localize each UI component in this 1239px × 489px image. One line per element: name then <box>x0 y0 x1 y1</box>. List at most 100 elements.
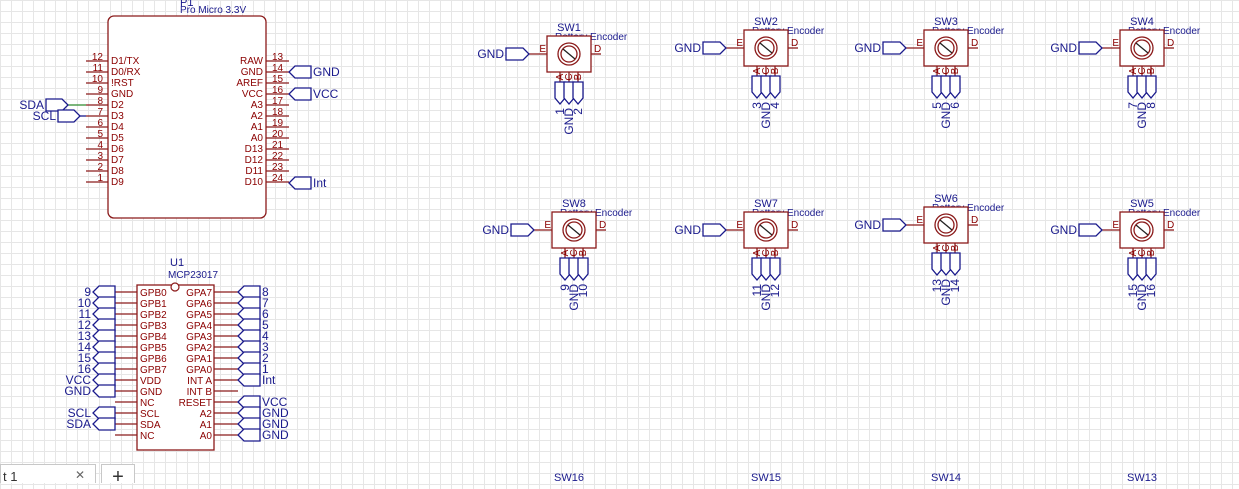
sheet-tab[interactable]: t 1 ✕ <box>0 464 96 484</box>
mcp-body[interactable] <box>136 284 215 451</box>
mcp-left-net-label: SCL <box>68 406 92 420</box>
encoder-knob-outer <box>934 36 958 60</box>
mcp-pin-name: VDD <box>140 376 161 387</box>
pro-micro-pin-name: A3 <box>251 100 264 111</box>
encoder-pin-d-label: D <box>1167 38 1174 49</box>
encoder-pin-a-label: A <box>752 67 763 74</box>
pro-micro-pin-name: D1/TX <box>111 56 140 67</box>
pro-micro-pin-name: A1 <box>251 122 264 133</box>
encoder-pin-e-label: E <box>1112 38 1119 49</box>
encoder-designator-row3: SW15 <box>751 472 781 483</box>
mcp-pin-name: NC <box>140 431 154 442</box>
encoder-pin-b-label: B <box>573 73 584 80</box>
encoder-designator-row3: SW13 <box>1127 472 1157 483</box>
mcp-notch <box>170 282 180 292</box>
encoder-gnd-flag <box>882 41 907 55</box>
mcp-right-net-label: 3 <box>262 340 269 354</box>
mcp-left-net-flag <box>92 296 116 310</box>
encoder-pin-d-label: D <box>1167 220 1174 231</box>
pro-micro-pin-number: 10 <box>92 74 104 85</box>
mcp-right-net-label: VCC <box>262 395 288 409</box>
encoder-knob-pointer <box>1135 224 1149 236</box>
encoder-designator-row3: SW14 <box>931 472 961 483</box>
encoder-gnd-flag <box>1078 223 1103 237</box>
mcp-right-net-flag <box>237 395 261 409</box>
encoder-net-label: GND <box>759 284 773 311</box>
mcp-right-net-flag <box>237 285 261 299</box>
encoder-net-label: 12 <box>768 284 782 298</box>
mcp-left-net-flag <box>92 285 116 299</box>
pro-micro-pin-number: 18 <box>272 107 284 118</box>
encoder-knob-pointer <box>562 48 576 60</box>
encoder-net-flag <box>751 257 763 282</box>
mcp-left-net-flag <box>92 384 116 398</box>
pro-micro-pin-name: !RST <box>111 78 134 89</box>
encoder-designator: SW1 <box>557 22 581 34</box>
encoder-gnd-label: GND <box>477 47 504 61</box>
encoder-net-flag <box>949 75 961 100</box>
encoder-gnd-flag <box>1078 41 1103 55</box>
mcp-designator: U1 <box>170 257 184 269</box>
pro-micro-pin-number: 21 <box>272 140 284 151</box>
pro-micro-pin-number: 6 <box>97 118 103 129</box>
mcp-pin-name: GPA3 <box>186 332 212 343</box>
encoder-knob-pointer <box>567 224 581 236</box>
pro-micro-pin-name: D4 <box>111 122 124 133</box>
add-sheet-button[interactable]: + <box>101 464 135 488</box>
mcp-pin-name: SCL <box>140 409 160 420</box>
encoder-net-label: 1 <box>553 108 567 115</box>
scl-net-flag <box>57 109 81 123</box>
encoder-pin-c-label: C <box>1137 249 1148 256</box>
encoder-designator: SW3 <box>934 16 958 28</box>
encoder-pin-c-label: C <box>761 249 772 256</box>
encoder-net-label: 2 <box>571 108 585 115</box>
encoder-gnd-label: GND <box>854 218 881 232</box>
mcp23017-component[interactable]: U1MCP23017GPB09GPB110GPB211GPB312GPB413G… <box>64 257 289 451</box>
mcp-pin-name: GPA0 <box>186 365 212 376</box>
mcp-left-net-label: 10 <box>78 296 92 310</box>
encoder-gnd-label: GND <box>674 41 701 55</box>
encoder-pin-c-label: C <box>569 249 580 256</box>
pro-micro-body[interactable] <box>107 15 267 219</box>
encoder-net-flag <box>769 257 781 282</box>
encoder-pin-a-label: A <box>932 244 943 251</box>
mcp-pin-name: A1 <box>200 420 213 431</box>
pro-micro-pin-name: D3 <box>111 111 124 122</box>
encoder-pin-a-label: A <box>752 249 763 256</box>
mcp-left-net-label: 11 <box>79 307 92 321</box>
encoder-pin-b-label: B <box>950 67 961 74</box>
encoder-net-flag <box>931 252 943 277</box>
encoder-net-flag <box>760 75 772 100</box>
pro-micro-pin-number: 17 <box>272 96 284 107</box>
vcc-net-flag <box>288 87 312 101</box>
scl-net-label: SCL <box>33 109 57 123</box>
pro-micro-pin-name: GND <box>111 89 133 100</box>
int-net-flag <box>288 176 312 190</box>
mcp-left-net-flag <box>92 329 116 343</box>
pro-micro-pin-name: RAW <box>240 56 264 67</box>
encoder-pin-c-label: C <box>941 244 952 251</box>
encoder-net-label: 4 <box>768 102 782 109</box>
close-icon[interactable]: ✕ <box>75 468 86 482</box>
mcp-right-net-label: GND <box>262 406 289 420</box>
encoder-gnd-flag <box>505 47 530 61</box>
encoder-designator: SW6 <box>934 193 958 205</box>
encoder-pin-e-label: E <box>916 215 923 226</box>
mcp-right-net-flag <box>237 329 261 343</box>
mcp-left-net-label: VCC <box>66 373 92 387</box>
encoder-designator: SW8 <box>562 198 586 210</box>
encoder-pin-d-label: D <box>599 220 606 231</box>
gnd-net-label: GND <box>313 65 340 79</box>
encoder-net-flag <box>940 75 952 100</box>
mcp-left-net-label: GND <box>64 384 91 398</box>
